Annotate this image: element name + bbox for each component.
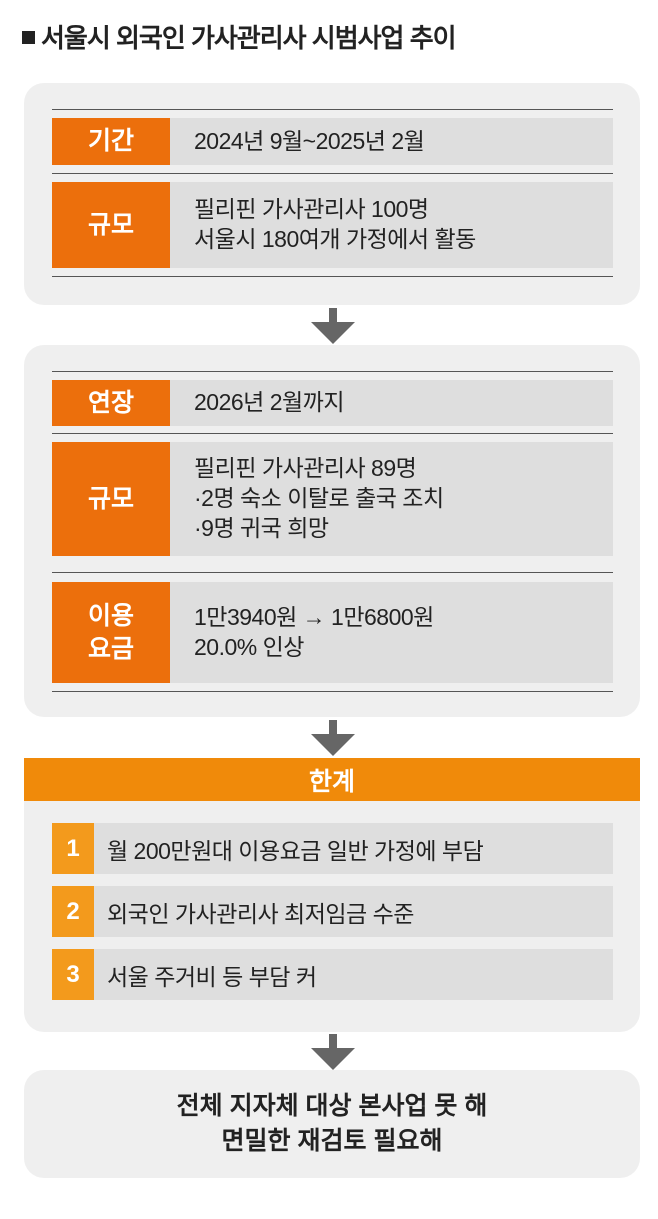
row-value: 필리핀 가사관리사 100명	[194, 196, 429, 223]
item-text: 서울 주거비 등 부담 커	[107, 963, 317, 990]
row-value: 서울시 180여개 가정에서 활동	[194, 226, 476, 252]
row-label: 기간	[52, 118, 170, 165]
divider	[52, 109, 613, 110]
row-value: 20.0% 인상	[194, 633, 304, 660]
divider	[52, 433, 613, 434]
limit-item: 2 외국인 가사관리사 최저임금 수준	[52, 886, 613, 937]
down-arrow-icon	[311, 308, 355, 344]
item-number: 3	[52, 949, 94, 1000]
limit-item: 3 서울 주거비 등 부담 커	[52, 949, 613, 1000]
pilot-period-row: 기간 2024년 9월~2025년 2월	[52, 118, 613, 165]
row-value: 2026년 2월까지	[194, 389, 345, 416]
divider	[52, 371, 613, 372]
row-value: 2024년 9월~2025년 2월	[194, 127, 425, 154]
divider	[52, 173, 613, 174]
extension-scale-row: 규모 필리핀 가사관리사 89명 ·2명 숙소 이탈로 출국 조치 ·9명 귀국…	[52, 442, 613, 556]
row-value: ·9명 귀국 희망	[194, 514, 329, 541]
item-text: 외국인 가사관리사 최저임금 수준	[107, 900, 414, 927]
down-arrow-icon	[311, 1034, 355, 1070]
divider	[52, 276, 613, 277]
item-text: 월 200만원대 이용요금 일반 가정에 부담	[107, 837, 484, 864]
row-label: 규모	[52, 442, 170, 556]
item-number: 2	[52, 886, 94, 937]
conclusion-line: 면밀한 재검토 필요해	[221, 1127, 443, 1155]
row-value: ·2명 숙소 이탈로 출국 조치	[194, 485, 444, 512]
item-number: 1	[52, 823, 94, 874]
row-label: 규모	[52, 182, 170, 268]
row-value: 1만3940원 → 1만6800원	[194, 603, 434, 630]
row-value: 필리핀 가사관리사 89명	[194, 455, 417, 482]
square-bullet-icon	[22, 31, 35, 44]
conclusion-box: 전체 지자체 대상 본사업 못 해 면밀한 재검토 필요해	[24, 1070, 640, 1178]
title-text: 서울시 외국인 가사관리사 시범사업 추이	[41, 23, 457, 53]
extension-period-row: 연장 2026년 2월까지	[52, 380, 613, 426]
limits-header: 한계	[24, 758, 640, 801]
page-title: 서울시 외국인 가사관리사 시범사업 추이	[22, 18, 457, 55]
label-line: 요금	[87, 634, 134, 663]
divider	[52, 691, 613, 692]
label-line: 이용	[87, 602, 134, 630]
row-label: 연장	[52, 380, 170, 426]
down-arrow-icon	[311, 720, 355, 756]
limit-item: 1 월 200만원대 이용요금 일반 가정에 부담	[52, 823, 613, 874]
divider	[52, 572, 613, 573]
conclusion-line: 전체 지자체 대상 본사업 못 해	[176, 1092, 488, 1120]
